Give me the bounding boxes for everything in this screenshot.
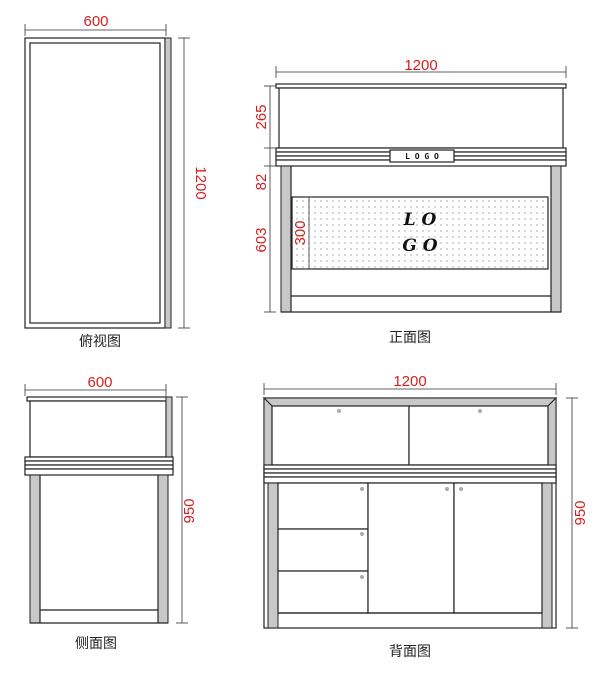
front-logo-line-2: G O: [402, 236, 437, 256]
front-logo-line-1: L O: [403, 210, 437, 230]
back-width-dim: 1200: [393, 373, 426, 390]
back-drawer-1: [277, 482, 369, 530]
back-height-dim: 950: [572, 500, 589, 525]
back-left-leg: [267, 482, 279, 629]
front-glass-box: [278, 87, 564, 149]
side-band: [24, 468, 174, 476]
back-right-leg: [541, 482, 553, 629]
front-left-leg: [280, 165, 292, 313]
front-display-panel: [291, 196, 549, 270]
top-side-edge: [164, 37, 172, 329]
side-top-cap: [26, 396, 170, 402]
front-panel-height-dim: 300: [292, 220, 309, 245]
back-upper-knob-right: [478, 409, 482, 413]
front-right-leg: [550, 165, 562, 313]
front-small-logo-plate: [389, 149, 455, 163]
back-drawer-3: [277, 570, 369, 614]
side-view: 600 950 侧面图: [24, 374, 198, 652]
top-view-caption: 俯视图: [79, 334, 121, 350]
back-upper-door-right: [408, 405, 549, 466]
back-view: 1200 950 背面图: [262, 373, 589, 660]
front-small-logo: L O G O: [405, 152, 439, 161]
top-view: 600 1200 俯视图: [24, 13, 209, 350]
back-band: [263, 476, 557, 484]
front-band-height-dim: 82: [253, 174, 270, 191]
back-view-caption: 背面图: [389, 644, 431, 660]
back-drawer-2: [277, 528, 369, 572]
back-upper-knob-left: [337, 409, 341, 413]
front-view: 1200 L O G O L O G O 265 82 603 300: [253, 57, 567, 346]
front-lower-height-dim: 603: [253, 227, 270, 252]
front-top-height-dim: 265: [253, 104, 270, 129]
back-lower-door-left: [367, 482, 455, 614]
front-view-caption: 正面图: [389, 330, 431, 346]
back-lower-door-right: [453, 482, 543, 614]
side-view-caption: 侧面图: [75, 636, 117, 652]
side-width-dim: 600: [87, 374, 112, 391]
top-width-dim: 600: [83, 13, 108, 30]
top-inner-frame: [29, 42, 161, 324]
front-width-dim: 1200: [404, 57, 437, 74]
side-glass-box: [29, 400, 167, 458]
back-upper-door-left: [271, 405, 410, 466]
side-left-leg: [29, 474, 41, 624]
side-right-leg: [157, 474, 169, 624]
top-depth-dim: 1200: [192, 166, 209, 199]
side-height-dim: 950: [181, 498, 198, 523]
